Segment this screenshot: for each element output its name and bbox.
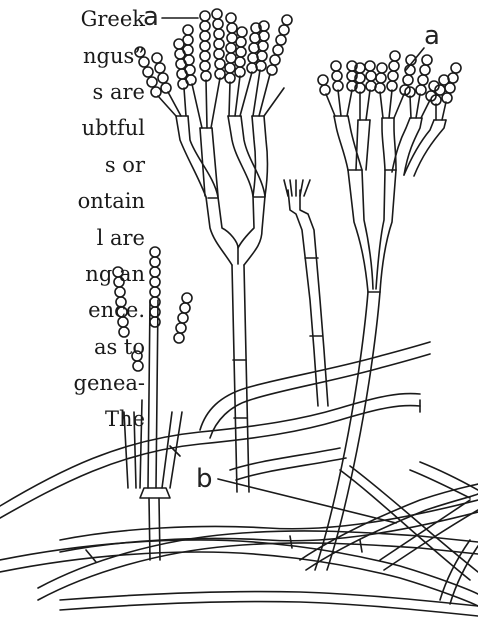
mycelium-network [0,342,478,616]
middle-truncated-conidiophore [284,180,328,406]
label-b: b [196,464,213,494]
label-a-left: a [143,2,159,32]
label-a-right: a [424,21,440,51]
label-leaders [162,18,424,523]
left-conidiophore [158,70,284,492]
small-conidia-chains [113,247,192,371]
